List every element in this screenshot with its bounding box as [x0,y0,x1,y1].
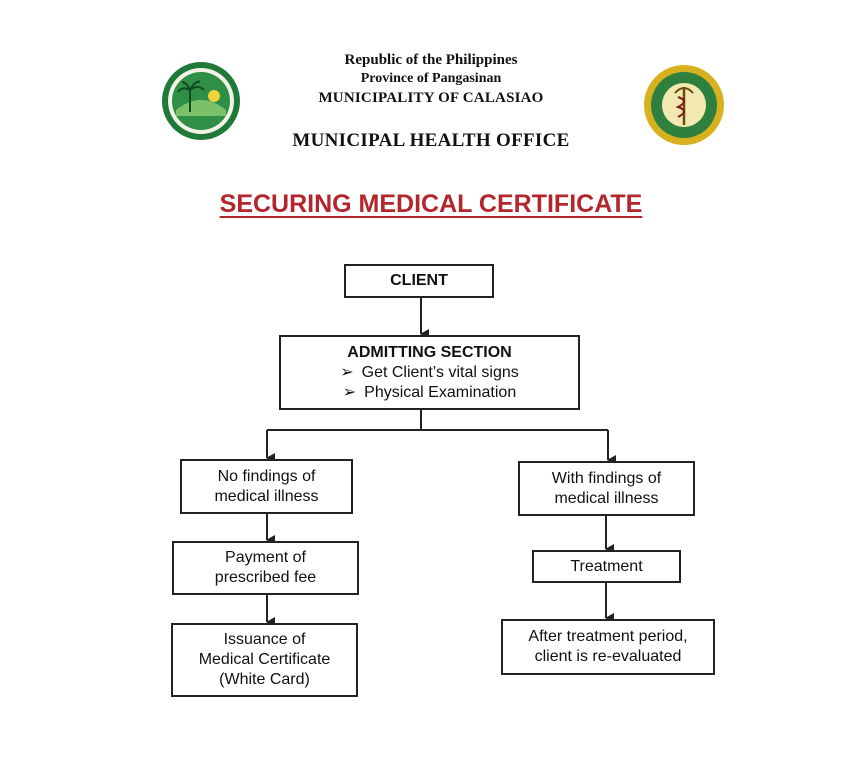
payment-line: Payment of [225,549,306,566]
admitting-step: ➢Physical Examination [342,383,517,401]
page-title: SECURING MEDICAL CERTIFICATE [219,190,643,218]
no-findings-line: No findings of [217,467,316,485]
admitting-section-box: ADMITTING SECTION ➢Get Client’s vital si… [279,335,580,410]
municipality-seal-icon [162,62,240,140]
issuance-line: Medical Certificate [198,651,331,668]
issuance-line: (White Card) [219,671,310,688]
bullet-arrow-icon: ➢ [340,363,354,381]
health-office-seal-icon [644,65,724,145]
header-municipality: MUNICIPALITY OF CALASIAO [318,90,544,106]
with-findings-line: With findings of [551,469,662,487]
payment-line: prescribed fee [214,569,317,586]
client-box: CLIENT [344,264,494,298]
admitting-steps: ➢Get Client’s vital signs ➢Physical Exam… [340,363,519,403]
payment-box: Payment of prescribed fee [172,541,359,595]
issuance-box: Issuance of Medical Certificate (White C… [171,623,358,697]
bullet-arrow-icon: ➢ [342,383,357,401]
reevaluated-line: After treatment period, [528,628,688,645]
with-findings-line: medical illness [554,489,659,507]
header-province: Province of Pangasinan [360,71,502,86]
header-office: MUNICIPAL HEALTH OFFICE [292,130,570,151]
with-findings-box: With findings of medical illness [518,461,695,516]
no-findings-line: medical illness [214,487,319,505]
treatment-label: Treatment [570,557,643,575]
no-findings-box: No findings of medical illness [180,459,353,514]
header-republic: Republic of the Philippines [344,52,518,68]
admitting-step: ➢Get Client’s vital signs [340,363,519,381]
reevaluated-box: After treatment period, client is re-eva… [501,619,715,675]
admitting-title: ADMITTING SECTION [347,343,512,361]
reevaluated-line: client is re-evaluated [534,648,682,665]
issuance-line: Issuance of [223,631,306,648]
client-label: CLIENT [390,272,448,289]
treatment-box: Treatment [532,550,681,583]
